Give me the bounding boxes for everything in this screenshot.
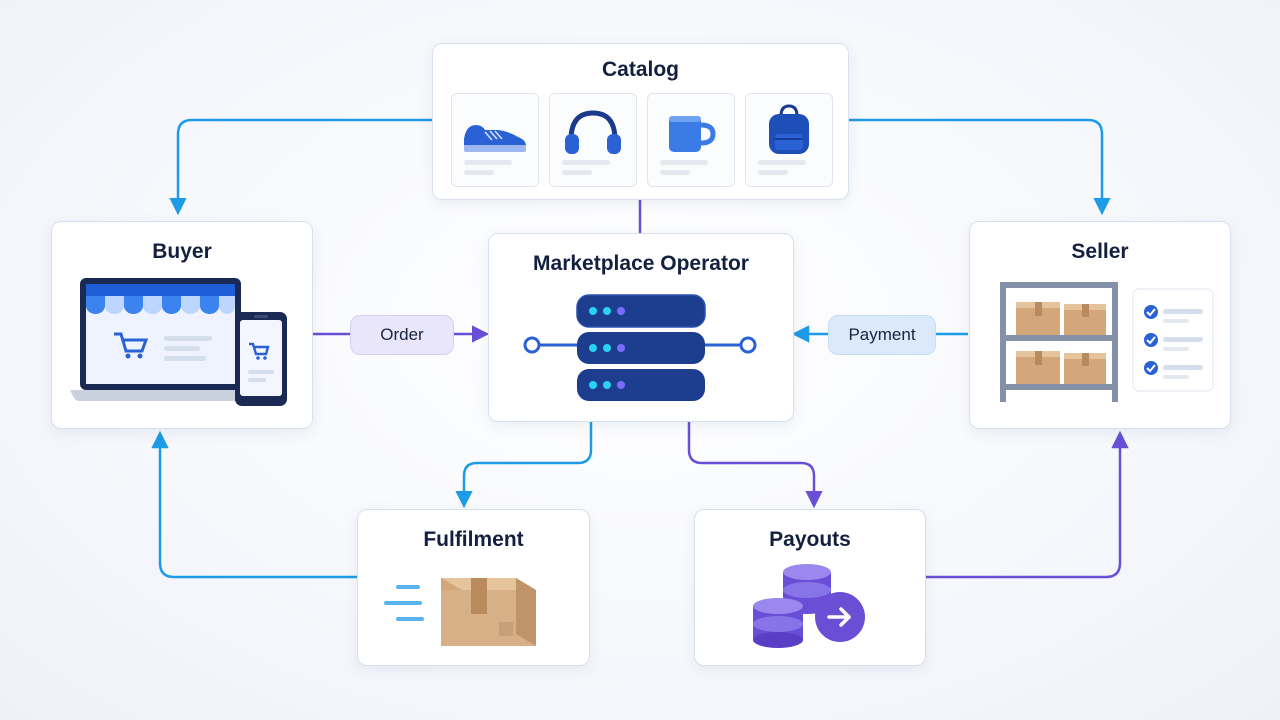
fulfilment-title: Fulfilment	[423, 528, 524, 551]
phone-cart-icon	[249, 342, 270, 360]
catalog-card-backpack	[745, 93, 833, 187]
box-icon	[1064, 304, 1106, 335]
mug-icon	[660, 116, 716, 175]
checklist-icon	[1144, 305, 1203, 379]
seller-node: Seller	[969, 221, 1231, 429]
box-icon	[1064, 353, 1106, 384]
connector-operator-to-fulfilment	[455, 420, 593, 509]
operator-node: Marketplace Operator	[488, 233, 794, 422]
buyer-title: Buyer	[152, 240, 212, 263]
cart-icon	[114, 332, 149, 359]
fulfilment-node: Fulfilment	[357, 509, 590, 666]
catalog-card-mug	[647, 93, 735, 187]
payouts-node: Payouts	[694, 509, 926, 666]
operator-title: Marketplace Operator	[533, 252, 749, 275]
server-stack-icon	[523, 294, 757, 401]
payment-flow-label: Payment	[828, 315, 936, 355]
seller-title: Seller	[1071, 240, 1129, 263]
connector-payouts-to-seller	[924, 430, 1129, 579]
storefront-laptop-icon	[70, 278, 287, 406]
connector-operator-to-payouts	[687, 420, 823, 509]
warehouse-shelf-icon	[1000, 282, 1214, 402]
connector-fulfilment-to-buyer	[151, 430, 357, 579]
catalog-card-sneaker	[451, 93, 539, 187]
buyer-node: Buyer	[51, 221, 313, 429]
box-icon	[1016, 302, 1060, 335]
arrow-right-circle-icon	[815, 592, 865, 642]
box-icon	[1016, 351, 1060, 384]
headphones-icon	[562, 110, 621, 175]
connector-catalog-to-buyer	[169, 118, 432, 216]
connector-catalog-to-seller	[848, 118, 1111, 216]
shipping-box-icon	[384, 578, 536, 646]
payouts-title: Payouts	[769, 528, 851, 551]
backpack-icon	[758, 104, 809, 175]
catalog-node: Catalog	[432, 43, 849, 200]
sneaker-icon	[464, 125, 526, 175]
order-flow-label: Order	[350, 315, 454, 355]
catalog-title: Catalog	[601, 58, 679, 81]
coin-stack-icon	[753, 564, 865, 648]
catalog-card-headphones	[549, 93, 637, 187]
